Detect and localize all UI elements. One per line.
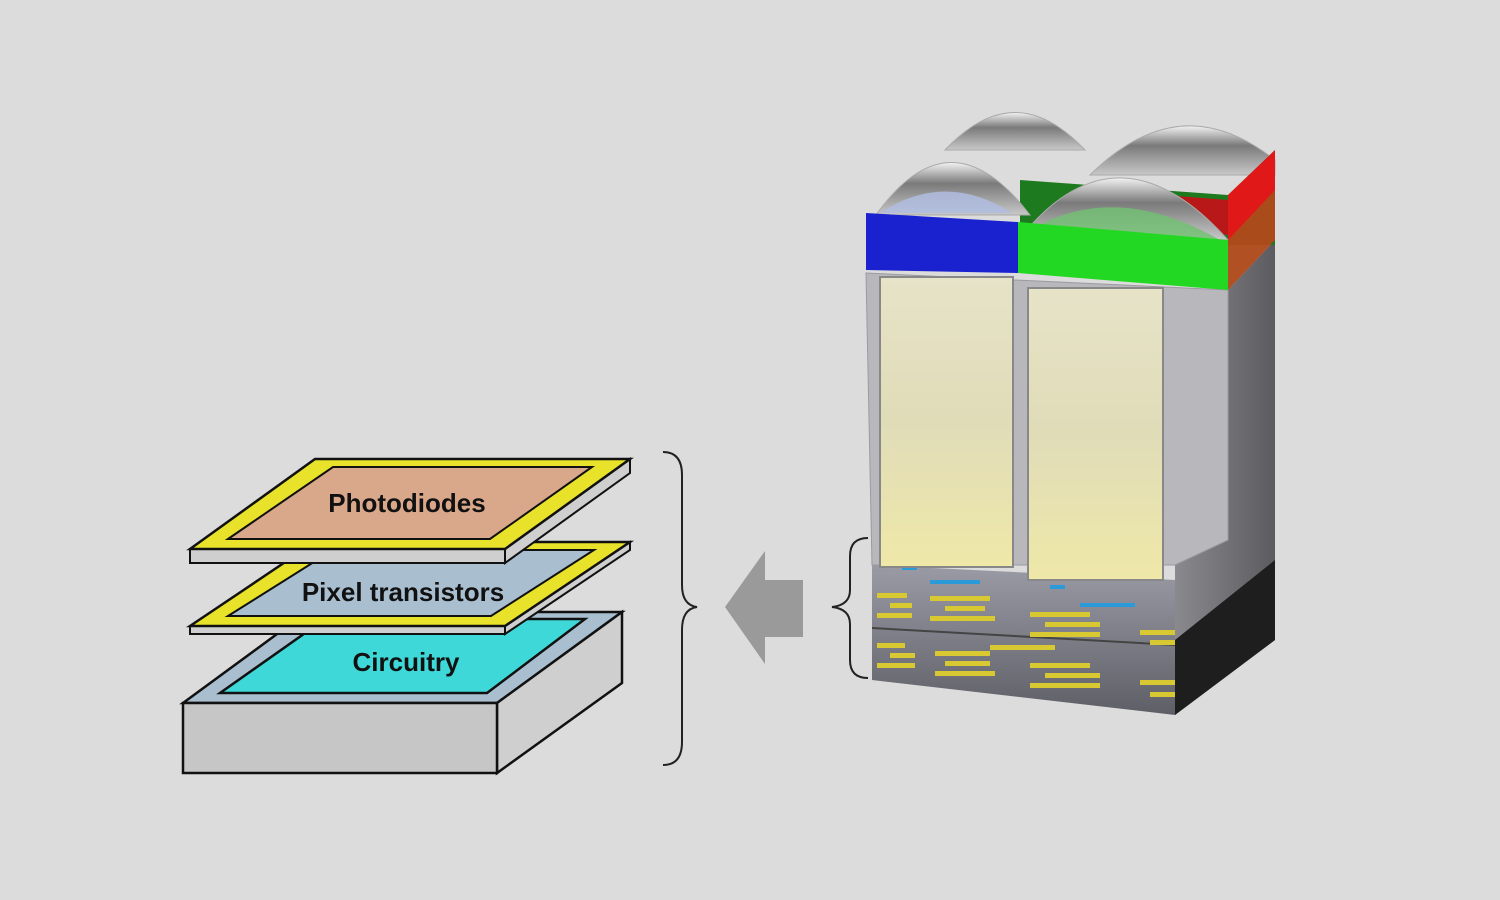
photodiode-window-right — [1027, 287, 1164, 581]
photodiodes-plate: Photodiodes — [186, 457, 634, 565]
green-filter — [1018, 222, 1228, 290]
photodiode-window-left — [879, 276, 1014, 568]
circuit-layers — [871, 565, 1176, 715]
left-arrow-icon — [725, 551, 803, 664]
blue-filter — [866, 213, 1018, 273]
layer-stack: Circuitry Pixel transistors Photodiodes — [179, 457, 635, 776]
stacked-sensor-illustration — [865, 112, 1276, 715]
pixel-transistors-label: Pixel transistors — [302, 577, 504, 607]
large-brace — [662, 451, 698, 766]
small-brace — [831, 537, 869, 679]
microlenses — [875, 112, 1276, 245]
circuitry-base: Circuitry — [179, 609, 626, 776]
photodiodes-label: Photodiodes — [328, 488, 485, 518]
red-filter — [1228, 190, 1275, 290]
circuitry-label: Circuitry — [353, 647, 460, 677]
